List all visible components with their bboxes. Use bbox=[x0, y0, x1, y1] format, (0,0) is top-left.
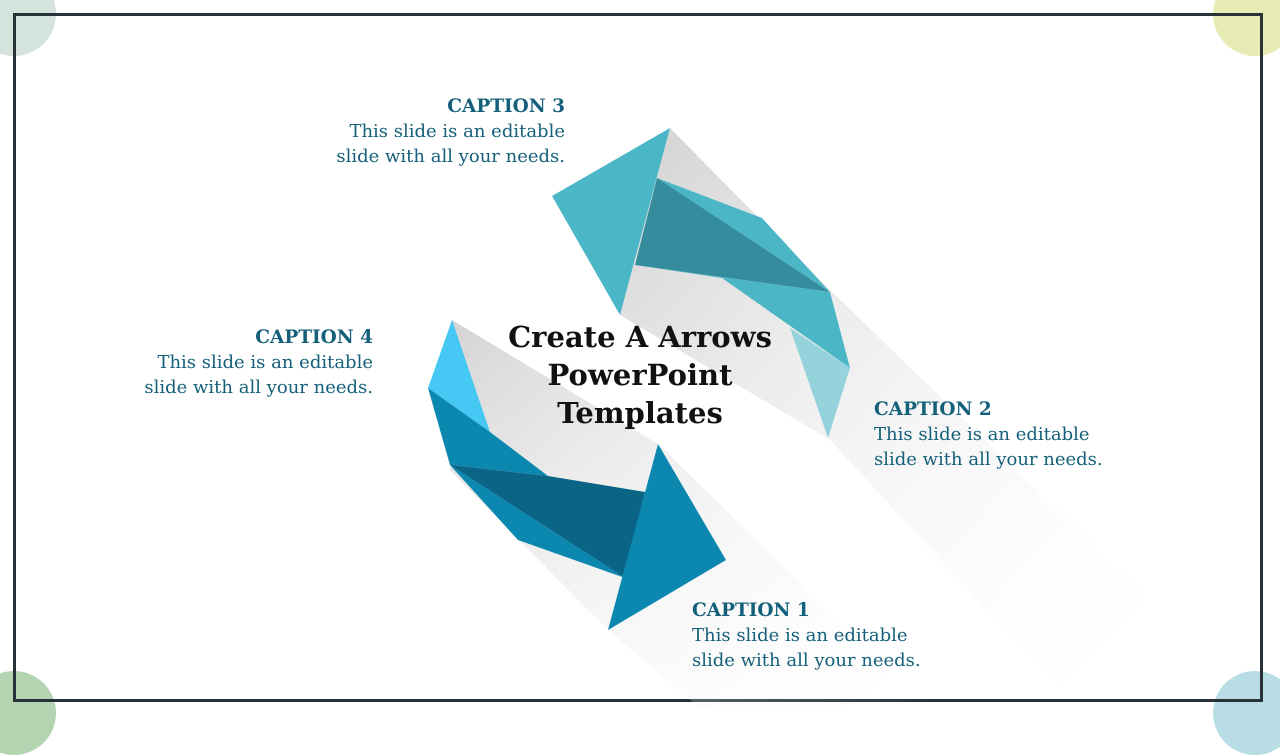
caption-4-title: CAPTION 4 bbox=[255, 327, 373, 348]
lower-arrow-shaft-left bbox=[428, 388, 548, 476]
caption-3-title: CAPTION 3 bbox=[447, 96, 565, 117]
slide-title: Create A Arrows PowerPoint Templates bbox=[470, 318, 810, 432]
lower-arrow-tail bbox=[428, 320, 490, 432]
caption-2-text-line-2: slide with all your needs. bbox=[874, 449, 1103, 470]
slide-frame bbox=[13, 13, 1263, 702]
title-line-3: Templates bbox=[557, 396, 723, 430]
upper-arrow bbox=[552, 128, 850, 438]
upper-arrow-head bbox=[552, 128, 670, 315]
upper-arrow-shaft-bottom bbox=[635, 265, 850, 368]
lower-arrow-head bbox=[608, 444, 726, 630]
caption-4-text-line-1: This slide is an editable bbox=[157, 352, 373, 373]
title-line-2: PowerPoint bbox=[547, 358, 733, 392]
arrows-graphic bbox=[428, 128, 1150, 708]
caption-3-text-line-2: slide with all your needs. bbox=[336, 146, 565, 167]
title-line-1: Create A Arrows bbox=[508, 320, 772, 354]
lower-arrow-shaft-bottom bbox=[450, 465, 625, 578]
caption-1-text-line-2: slide with all your needs. bbox=[692, 650, 921, 671]
caption-2-title: CAPTION 2 bbox=[874, 399, 992, 420]
upper-arrow-tail bbox=[790, 328, 850, 438]
caption-3-text-line-1: This slide is an editable bbox=[349, 121, 565, 142]
caption-1-title: CAPTION 1 bbox=[692, 600, 810, 621]
upper-arrow-shaft-dark bbox=[635, 178, 830, 292]
caption-2: CAPTION 2 This slide is an editable slid… bbox=[874, 397, 1103, 472]
caption-4-text-line-2: slide with all your needs. bbox=[144, 377, 373, 398]
caption-2-text-line-1: This slide is an editable bbox=[874, 424, 1090, 445]
caption-1-text-line-1: This slide is an editable bbox=[692, 625, 908, 646]
caption-1: CAPTION 1 This slide is an editable slid… bbox=[692, 598, 921, 673]
lower-arrow bbox=[428, 320, 726, 630]
caption-4: CAPTION 4 This slide is an editable slid… bbox=[110, 325, 373, 400]
lower-arrow-shaft-dark bbox=[450, 465, 645, 578]
caption-3: CAPTION 3 This slide is an editable slid… bbox=[300, 94, 565, 169]
